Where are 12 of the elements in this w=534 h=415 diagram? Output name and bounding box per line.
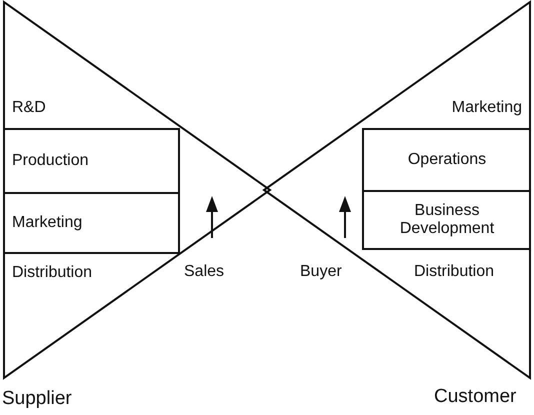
- wing-caption: Supplier: [2, 388, 72, 410]
- row-cell: Operations: [362, 128, 530, 190]
- row-cell: Marketing: [362, 88, 530, 128]
- flow-label: Buyer: [300, 263, 342, 281]
- row-cell: Marketing: [4, 192, 180, 254]
- flow-label: Sales: [184, 263, 224, 281]
- row-cell: R&D: [4, 88, 180, 128]
- row-cell: Business Development: [362, 190, 530, 250]
- wing-caption: Customer: [434, 386, 516, 408]
- row-cell: Production: [4, 128, 180, 192]
- row-cell: Distribution: [378, 252, 530, 292]
- row-cell: Distribution: [4, 254, 180, 292]
